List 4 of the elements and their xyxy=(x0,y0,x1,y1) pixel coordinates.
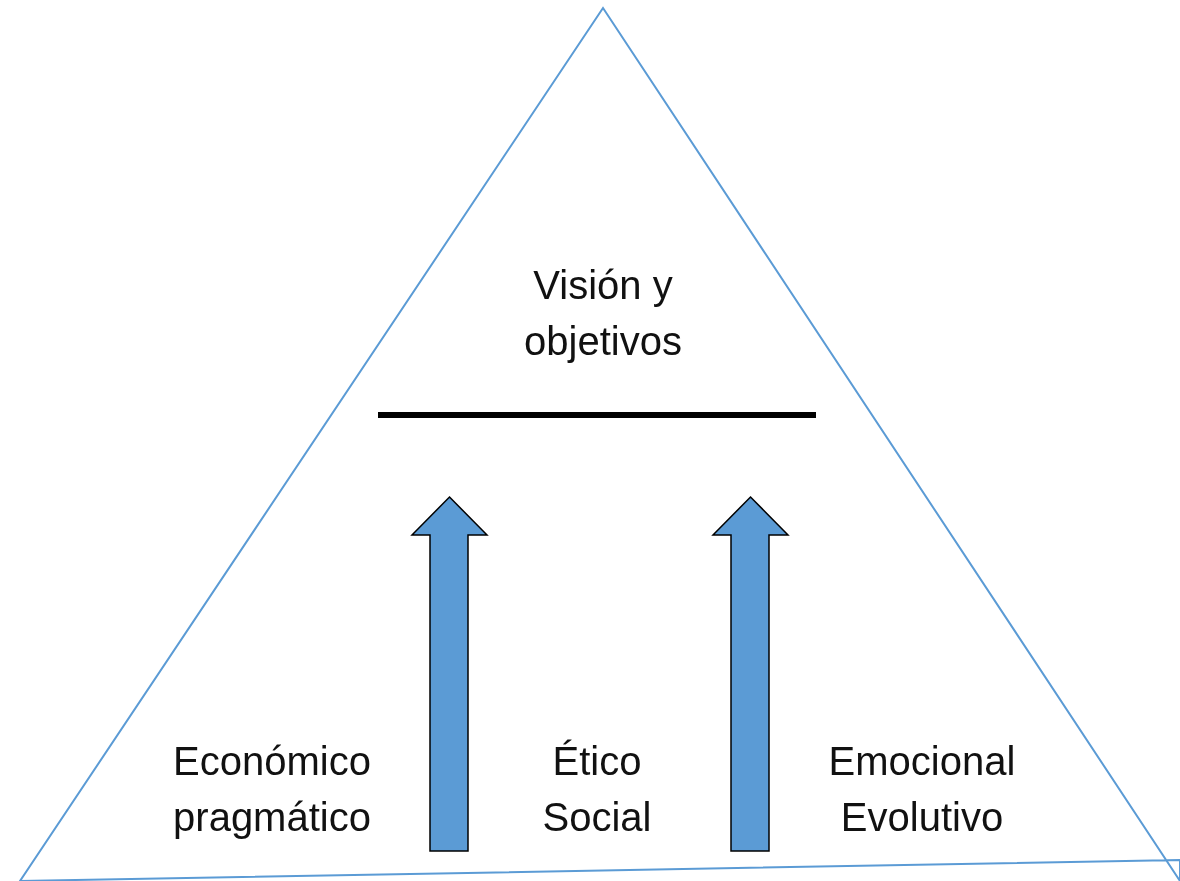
center-label: Ético Social xyxy=(541,738,653,841)
side-label: Económico pragmático xyxy=(172,738,372,841)
side-label: Emocional Evolutivo xyxy=(827,738,1017,841)
heading-text: Visión y objetivos xyxy=(523,262,683,365)
